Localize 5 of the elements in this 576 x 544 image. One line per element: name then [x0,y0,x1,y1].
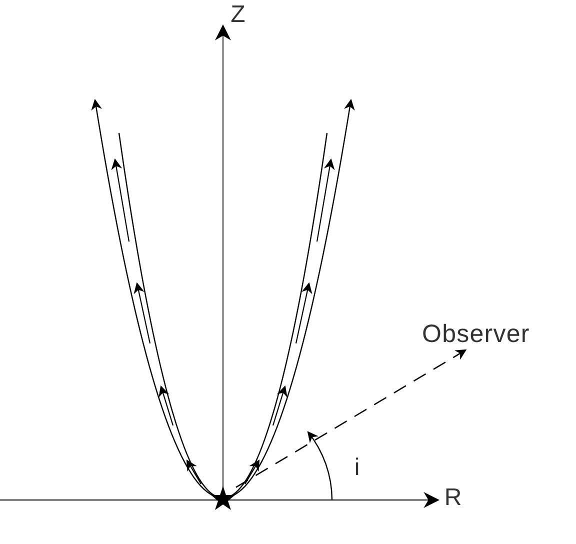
dashed-arrow [236,349,467,488]
axis-label: Z [230,2,246,28]
axis-label: i [353,454,361,482]
axis-label: R [443,484,463,512]
observer-label: Observer [422,322,531,346]
